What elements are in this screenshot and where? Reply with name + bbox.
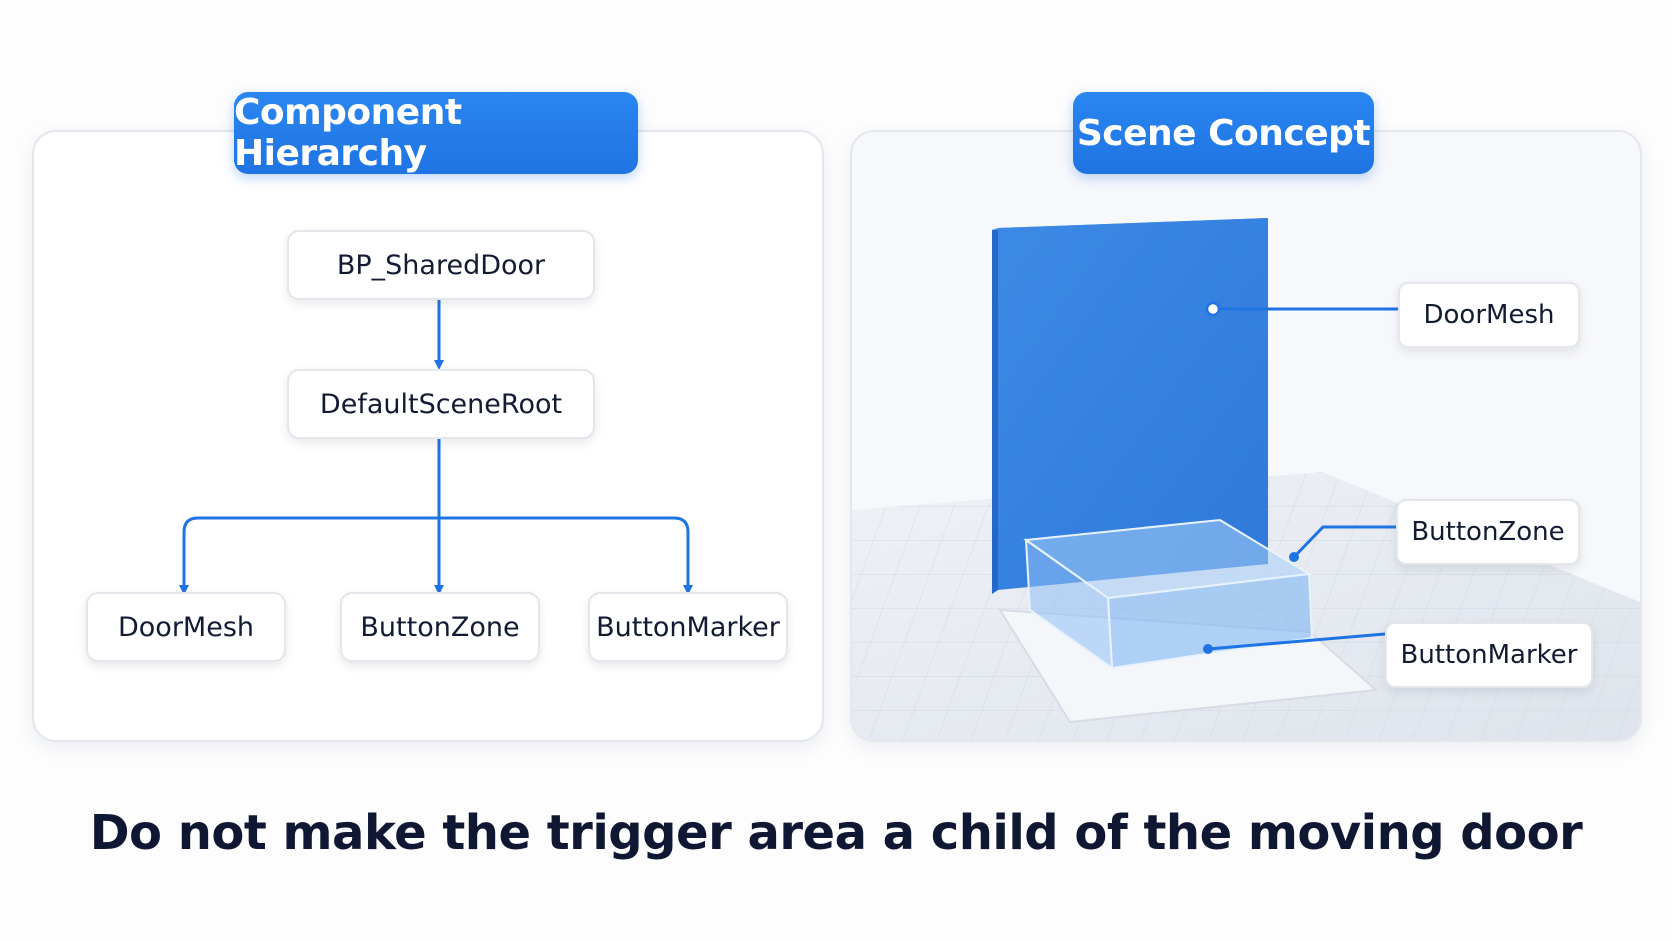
door-mesh-side [992, 228, 998, 594]
node-default-scene-root: DefaultSceneRoot [287, 369, 595, 439]
node-door-mesh: DoorMesh [86, 592, 286, 662]
button-zone-left [1024, 537, 1114, 671]
node-bp-shared-door: BP_SharedDoor [287, 230, 595, 300]
node-button-marker: ButtonMarker [588, 592, 788, 662]
leader-button-zone-dot [1289, 552, 1299, 562]
leader-door-mesh-dot [1205, 301, 1221, 317]
branch-line [182, 516, 690, 588]
scene-panel-title: Scene Concept [1073, 92, 1374, 174]
callout-door-mesh: DoorMesh [1398, 282, 1580, 348]
leader-button-marker-dot [1203, 644, 1213, 654]
callout-button-marker: ButtonMarker [1385, 622, 1593, 688]
caption: Do not make the trigger area a child of … [89, 805, 1583, 861]
leader-button-marker [1207, 632, 1386, 651]
node-button-zone: ButtonZone [340, 592, 540, 662]
door-mesh-front [998, 218, 1268, 590]
leader-button-zone [1292, 525, 1396, 559]
callout-button-zone: ButtonZone [1396, 499, 1580, 565]
hierarchy-panel-title: Component Hierarchy [234, 92, 638, 174]
